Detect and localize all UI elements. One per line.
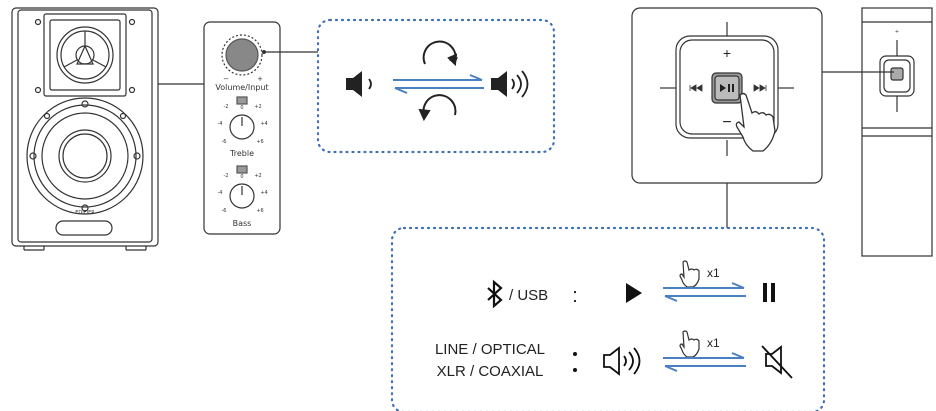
bass-label: Bass [233,219,252,228]
speaker-brand-logo: EDIFIER [75,210,95,216]
treble-scale-m6: -6 [222,139,227,145]
rotate-clockwise-icon [422,40,458,67]
bt-usb-label: / USB [509,287,548,304]
play-pause-icon [720,84,726,92]
bluetooth-icon [487,279,503,309]
speaker [11,7,159,251]
connector-dot [262,50,266,54]
bass-scale-p6: +6 [256,208,263,214]
bass-scale-p2: +2 [254,173,261,179]
bt-colon: : [572,285,578,307]
remote-icons: + − [689,45,767,131]
treble-scale-p4: +4 [260,121,267,127]
rotate-counterclockwise-icon [418,94,457,122]
volume-adjust-callout [316,18,556,154]
xlr-coaxial-label: XLR / COAXIAL [437,363,544,380]
volume-double-arrow [393,74,484,94]
previous-track-icon [689,84,703,92]
pause-icon [763,283,775,302]
volume-down-button[interactable]: − [722,114,731,131]
treble-label: Treble [229,149,254,158]
speaker-side-view [861,7,933,257]
treble-scale-m4: -4 [218,121,223,127]
play-icon [626,283,642,303]
treble-scale-0: 0 [240,105,243,111]
panel-knob-scales: − + Volume/Input 0 -2 +2 -4 +4 -6 +6 Tre… [215,75,268,228]
treble-scale-p2: +2 [254,104,261,110]
side-plus: + [895,29,899,35]
button-cluster [660,22,794,156]
tap-count-2: x1 [707,336,720,350]
toggle-double-arrow-1 [663,282,746,302]
volume-up-button[interactable]: + [723,45,731,61]
bass-scale-m4: -4 [218,190,223,196]
play-pause-mode-callout [390,226,826,411]
bass-scale-m6: -6 [222,208,227,214]
treble-scale-m2: -2 [224,104,229,110]
line-optical-label: LINE / OPTICAL [435,341,545,358]
mute-icon [761,345,793,379]
rear-control-panel [203,21,281,235]
tap-hand-icon [679,260,700,288]
volume-high-icon [491,70,529,98]
pressing-hand-icon [735,92,776,152]
volume-minus: − [223,75,229,83]
tap-hand-icon-2 [679,330,700,358]
treble-scale-p6: +6 [256,139,263,145]
volume-plus: + [257,75,263,83]
line-colon-dots [573,352,577,372]
volume-input-label: Volume/Input [215,83,268,92]
bass-scale-p4: +4 [260,190,267,196]
volume-low-icon [346,71,372,97]
toggle-double-arrow-2 [663,352,746,372]
next-track-icon [753,84,767,92]
speaker-outline-icon [603,346,641,376]
tap-count-1: x1 [707,266,720,280]
bass-scale-0: 0 [240,174,243,180]
bass-scale-m2: -2 [224,173,229,179]
